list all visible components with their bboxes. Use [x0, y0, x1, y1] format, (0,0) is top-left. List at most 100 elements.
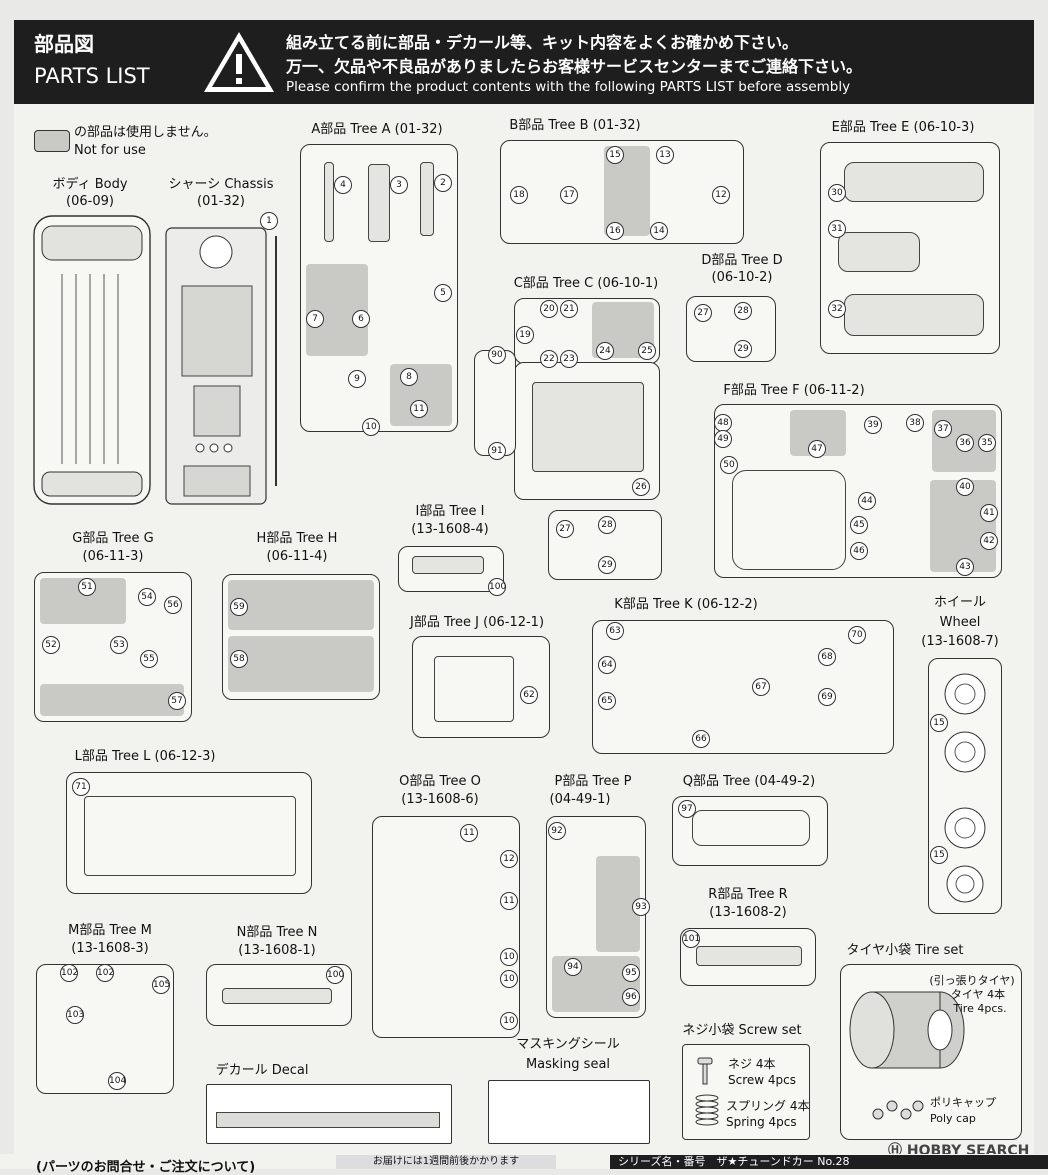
part-number: 25 — [638, 342, 656, 360]
part-number: 10 — [500, 1012, 518, 1030]
footer-right-value: ザ★チューンドカー No.28 — [716, 1155, 850, 1168]
part-number: 26 — [632, 478, 650, 496]
part-number: 56 — [164, 596, 182, 614]
label-tree-a: A部品 Tree A (01-32) — [311, 122, 443, 137]
label-tree-d-code: (06-10-2) — [711, 270, 773, 285]
label-tree-c: C部品 Tree C (06-10-1) — [513, 276, 659, 291]
part-number: 27 — [556, 520, 574, 538]
part-number: 100 — [326, 966, 344, 984]
footer-middle: お届けには1週間前後かかります — [336, 1155, 556, 1169]
label-wheel-en: Wheel — [939, 615, 981, 630]
part-number: 10 — [500, 948, 518, 966]
part-number: 7 — [306, 310, 324, 328]
part-number: 38 — [906, 414, 924, 432]
label-tree-o: O部品 Tree O — [399, 774, 481, 789]
part-number: 44 — [858, 492, 876, 510]
tire-icon — [849, 991, 965, 1069]
part-number: 29 — [598, 556, 616, 574]
tail-lamp-part — [844, 162, 984, 202]
part-number: 17 — [560, 186, 578, 204]
label-spring-jp: スプリング 4本 — [726, 1099, 810, 1113]
label-tree-q: Q部品 Tree (04-49-2) — [682, 774, 816, 789]
tree-a-part — [324, 162, 334, 242]
part-number: 47 — [808, 440, 826, 458]
footer-left: (パーツのお問合せ・ご注文について) — [36, 1160, 256, 1175]
part-number: 95 — [622, 964, 640, 982]
label-wheel-jp: ホイール — [933, 595, 987, 610]
wheel-parts — [944, 673, 986, 903]
tail-lamp-part — [844, 294, 984, 336]
screw-icon — [697, 1057, 713, 1085]
label-tree-h-code: (06-11-4) — [266, 549, 328, 564]
part-number: 104 — [108, 1072, 126, 1090]
label-decal: デカール Decal — [215, 1063, 309, 1078]
part-number: 103 — [66, 1006, 84, 1024]
part-number: 28 — [598, 516, 616, 534]
part-number: 1 — [260, 212, 278, 230]
label-tree-o-code: (13-1608-6) — [401, 792, 479, 807]
part-number: 23 — [560, 350, 578, 368]
part-number: 70 — [848, 626, 866, 644]
part-number: 31 — [828, 220, 846, 238]
label-tree-b: B部品 Tree B (01-32) — [509, 118, 641, 133]
part-number: 21 — [560, 300, 578, 318]
legend-swatch — [34, 130, 70, 152]
unused-area — [40, 684, 184, 716]
part-number: 94 — [564, 958, 582, 976]
part-number: 28 — [734, 302, 752, 320]
part-number: 102 — [60, 964, 78, 982]
part-number: 18 — [510, 186, 528, 204]
label-screw-set: ネジ小袋 Screw set — [682, 1023, 802, 1038]
part-number: 51 — [78, 578, 96, 596]
part-number: 41 — [980, 504, 998, 522]
bumper-part — [692, 810, 810, 846]
label-body: ボディ Body — [52, 177, 128, 192]
part-number: 102 — [96, 964, 114, 982]
floor-part — [84, 796, 296, 876]
part-number: 42 — [980, 532, 998, 550]
footer-right-label: シリーズ名・番号 — [618, 1155, 706, 1168]
part-number: 58 — [230, 650, 248, 668]
label-tree-p: P部品 Tree P — [554, 774, 632, 789]
part-number: 8 — [400, 368, 418, 386]
part-number: 32 — [828, 300, 846, 318]
part-number: 65 — [598, 692, 616, 710]
part-number: 91 — [488, 442, 506, 460]
label-tree-h: H部品 Tree H — [256, 531, 338, 546]
spoiler-part — [696, 946, 802, 966]
part-number: 10 — [500, 970, 518, 988]
part-number: 6 — [352, 310, 370, 328]
part-number: 12 — [712, 186, 730, 204]
label-tree-i: I部品 Tree I — [415, 504, 485, 519]
part-number: 105 — [152, 976, 170, 994]
title-en: PARTS LIST — [34, 64, 150, 88]
part-number: 67 — [752, 678, 770, 696]
part-number: 54 — [138, 588, 156, 606]
unused-area — [228, 580, 374, 630]
part-number: 15 — [606, 146, 624, 164]
part-number: 24 — [596, 342, 614, 360]
part-number: 63 — [606, 622, 624, 640]
notice-line-2: 万一、欠品や不良品がありましたらお客様サービスセンターまでご連絡下さい。 — [286, 57, 863, 76]
part-number: 13 — [656, 146, 674, 164]
tire-note-2: タイヤ 4本 — [950, 988, 1006, 1001]
part-number: 50 — [720, 456, 738, 474]
polycap-icon — [872, 1100, 924, 1120]
notice-line-3: Please confirm the product contents with… — [286, 79, 851, 95]
part-number: 57 — [168, 692, 186, 710]
tree-m-frame — [36, 964, 174, 1094]
unused-area — [228, 636, 374, 692]
part-number: 36 — [956, 434, 974, 452]
part-number: 15 — [930, 846, 948, 864]
part-number: 90 — [488, 346, 506, 364]
part-number: 55 — [140, 650, 158, 668]
masking-seal-sheet — [488, 1080, 650, 1144]
legend-jp: の部品は使用しません。 — [74, 125, 217, 140]
label-tree-l: L部品 Tree L (06-12-3) — [74, 749, 216, 764]
body-shell — [33, 215, 151, 505]
bumper-part — [222, 988, 332, 1004]
part-number: 19 — [516, 326, 534, 344]
part-number: 2 — [434, 174, 452, 192]
label-masking-en: Masking seal — [525, 1057, 611, 1072]
part-number: 11 — [410, 400, 428, 418]
